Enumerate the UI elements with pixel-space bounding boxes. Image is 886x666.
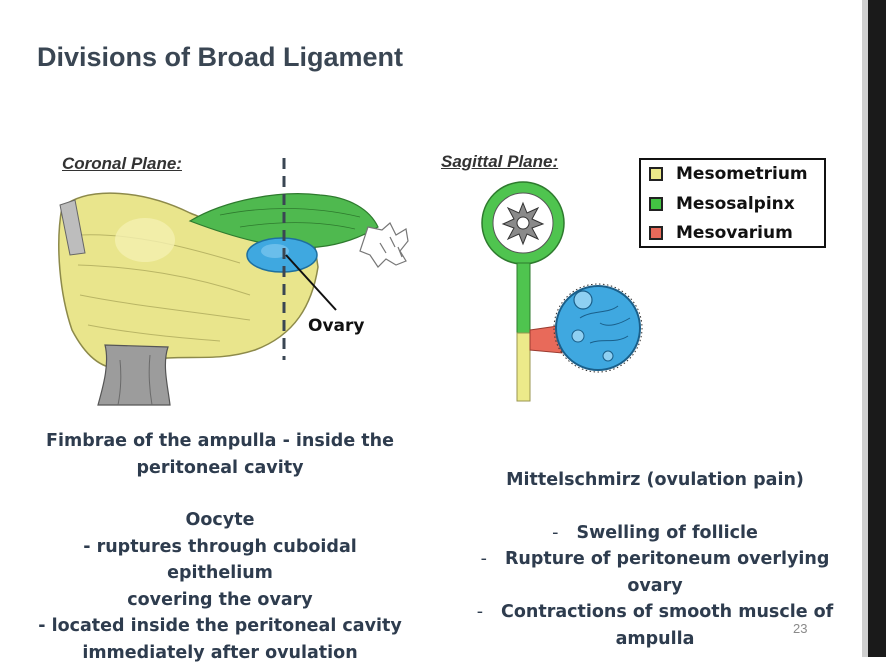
mesovarium-swatch: [649, 226, 663, 240]
legend-label-mesosalpinx: Mesosalpinx: [676, 194, 795, 214]
right-text-heading: Mittelschmirz (ovulation pain): [450, 467, 860, 494]
fimbriae: [360, 223, 408, 267]
legend-item-mesosalpinx: Mesosalpinx: [649, 194, 795, 214]
left-text-line: Oocyte: [30, 507, 410, 534]
left-text-line: Fimbrae of the ampulla - inside the: [30, 428, 410, 455]
mesometrium-swatch: [649, 167, 663, 181]
left-text-line: peritoneal cavity: [30, 455, 410, 482]
slide: Divisions of Broad Ligament Coronal Plan…: [0, 0, 862, 657]
legend-item-mesovarium: Mesovarium: [649, 223, 793, 243]
bullet-item: -Rupture of peritoneum overlying ovary: [450, 546, 860, 599]
cervix: [98, 345, 170, 405]
sagittal-plane-label: Sagittal Plane:: [441, 152, 558, 172]
ovary-label: Ovary: [308, 316, 364, 336]
legend-label-mesometrium: Mesometrium: [676, 164, 808, 184]
left-text-line: covering the ovary: [30, 587, 410, 614]
mesometrium-stalk: [517, 333, 530, 401]
mesosalpinx-stalk: [517, 263, 530, 333]
legend-label-mesovarium: Mesovarium: [676, 223, 793, 243]
legend: Mesometrium Mesosalpinx Mesovarium: [639, 158, 826, 248]
coronal-diagram: Ovary: [50, 155, 420, 415]
sagittal-ovary: [556, 286, 640, 370]
bullet-item: -Swelling of follicle: [450, 520, 860, 547]
mesosalpinx-swatch: [649, 197, 663, 211]
slide-title: Divisions of Broad Ligament: [37, 42, 403, 73]
slide-number: 23: [793, 621, 807, 636]
left-text-line: - located inside the peritoneal cavity: [30, 613, 410, 640]
window-edge-highlight: [862, 0, 868, 657]
left-text-block: Fimbrae of the ampulla - inside the peri…: [30, 428, 410, 666]
sagittal-diagram: [480, 178, 650, 403]
left-text-line: - ruptures through cuboidal epithelium: [30, 534, 410, 587]
legend-item-mesometrium: Mesometrium: [649, 164, 808, 184]
left-text-line: immediately after ovulation: [30, 640, 410, 666]
